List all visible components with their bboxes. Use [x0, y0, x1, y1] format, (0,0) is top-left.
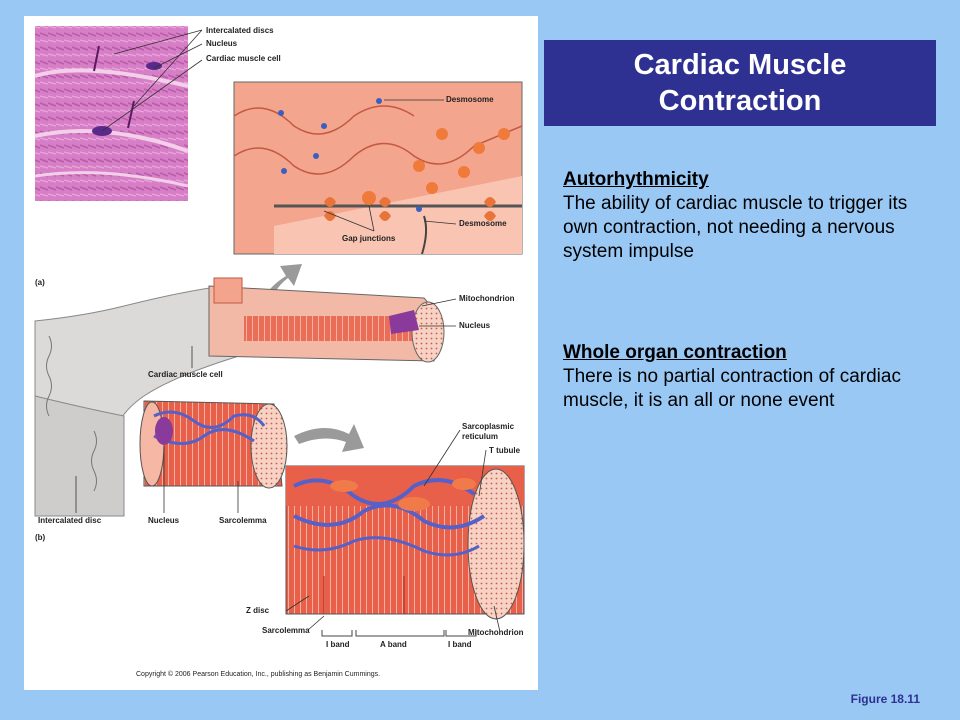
label-cardiac-muscle-cell-mid: Cardiac muscle cell: [148, 370, 223, 379]
cardiac-muscle-illustration: [34, 26, 525, 637]
label-sarcolemma-2: Sarcolemma: [262, 626, 310, 635]
label-z-disc: Z disc: [246, 606, 270, 615]
label-i-band-1: I band: [326, 640, 350, 649]
label-cardiac-muscle-cell-top: Cardiac muscle cell: [206, 54, 281, 63]
label-sarcoplasmic-reticulum: Sarcoplasmic reticulum: [462, 422, 515, 441]
label-nucleus-top: Nucleus: [206, 39, 238, 48]
label-gap-junctions: Gap junctions: [342, 234, 396, 243]
label-a-band: A band: [380, 640, 407, 649]
section-whole-organ-contraction: Whole organ contraction There is no part…: [563, 341, 908, 413]
slide-title: Cardiac Muscle Contraction: [633, 49, 847, 117]
section-heading: Autorhythmicity: [563, 169, 709, 190]
label-desmosome-1: Desmosome: [446, 95, 494, 104]
cardiac-cell-body: [34, 277, 445, 517]
label-mitochondrion-2: Mitochondrion: [468, 628, 524, 637]
figure-caption: Figure 18.11: [850, 692, 920, 706]
label-i-band-2: I band: [448, 640, 472, 649]
section-body: The ability of cardiac muscle to trigger…: [563, 193, 908, 262]
label-sarcolemma-1: Sarcolemma: [219, 516, 267, 525]
section-heading: Whole organ contraction: [563, 342, 787, 363]
intercalated-disc-detail: [233, 81, 523, 255]
myofibril-detail-large: [285, 465, 525, 620]
label-intercalated-disc: Intercalated disc: [38, 516, 102, 525]
label-nucleus-mid: Nucleus: [459, 321, 491, 330]
label-panel-b: (b): [35, 533, 46, 542]
copyright-notice: Copyright © 2006 Pearson Education, Inc.…: [136, 671, 381, 678]
micrograph: [34, 26, 189, 201]
myofibril-bundle-small: [139, 400, 288, 489]
section-autorhythmicity: Autorhythmicity The ability of cardiac m…: [563, 168, 908, 264]
label-t-tubule: T tubule: [489, 446, 521, 455]
label-intercalated-discs: Intercalated discs: [206, 26, 274, 35]
label-panel-a: (a): [35, 278, 45, 287]
band-brackets: [321, 630, 477, 637]
arrow-right-icon: [294, 424, 364, 452]
leader-lines: [75, 29, 501, 633]
label-desmosome-2: Desmosome: [459, 219, 507, 228]
title-banner: Cardiac Muscle Contraction: [544, 40, 936, 126]
label-mitochondrion-1: Mitochondrion: [459, 294, 515, 303]
label-nucleus-low: Nucleus: [148, 516, 180, 525]
section-body: There is no partial contraction of cardi…: [563, 366, 901, 411]
figure-panel: Intercalated discs Nucleus Cardiac muscl…: [24, 16, 538, 690]
